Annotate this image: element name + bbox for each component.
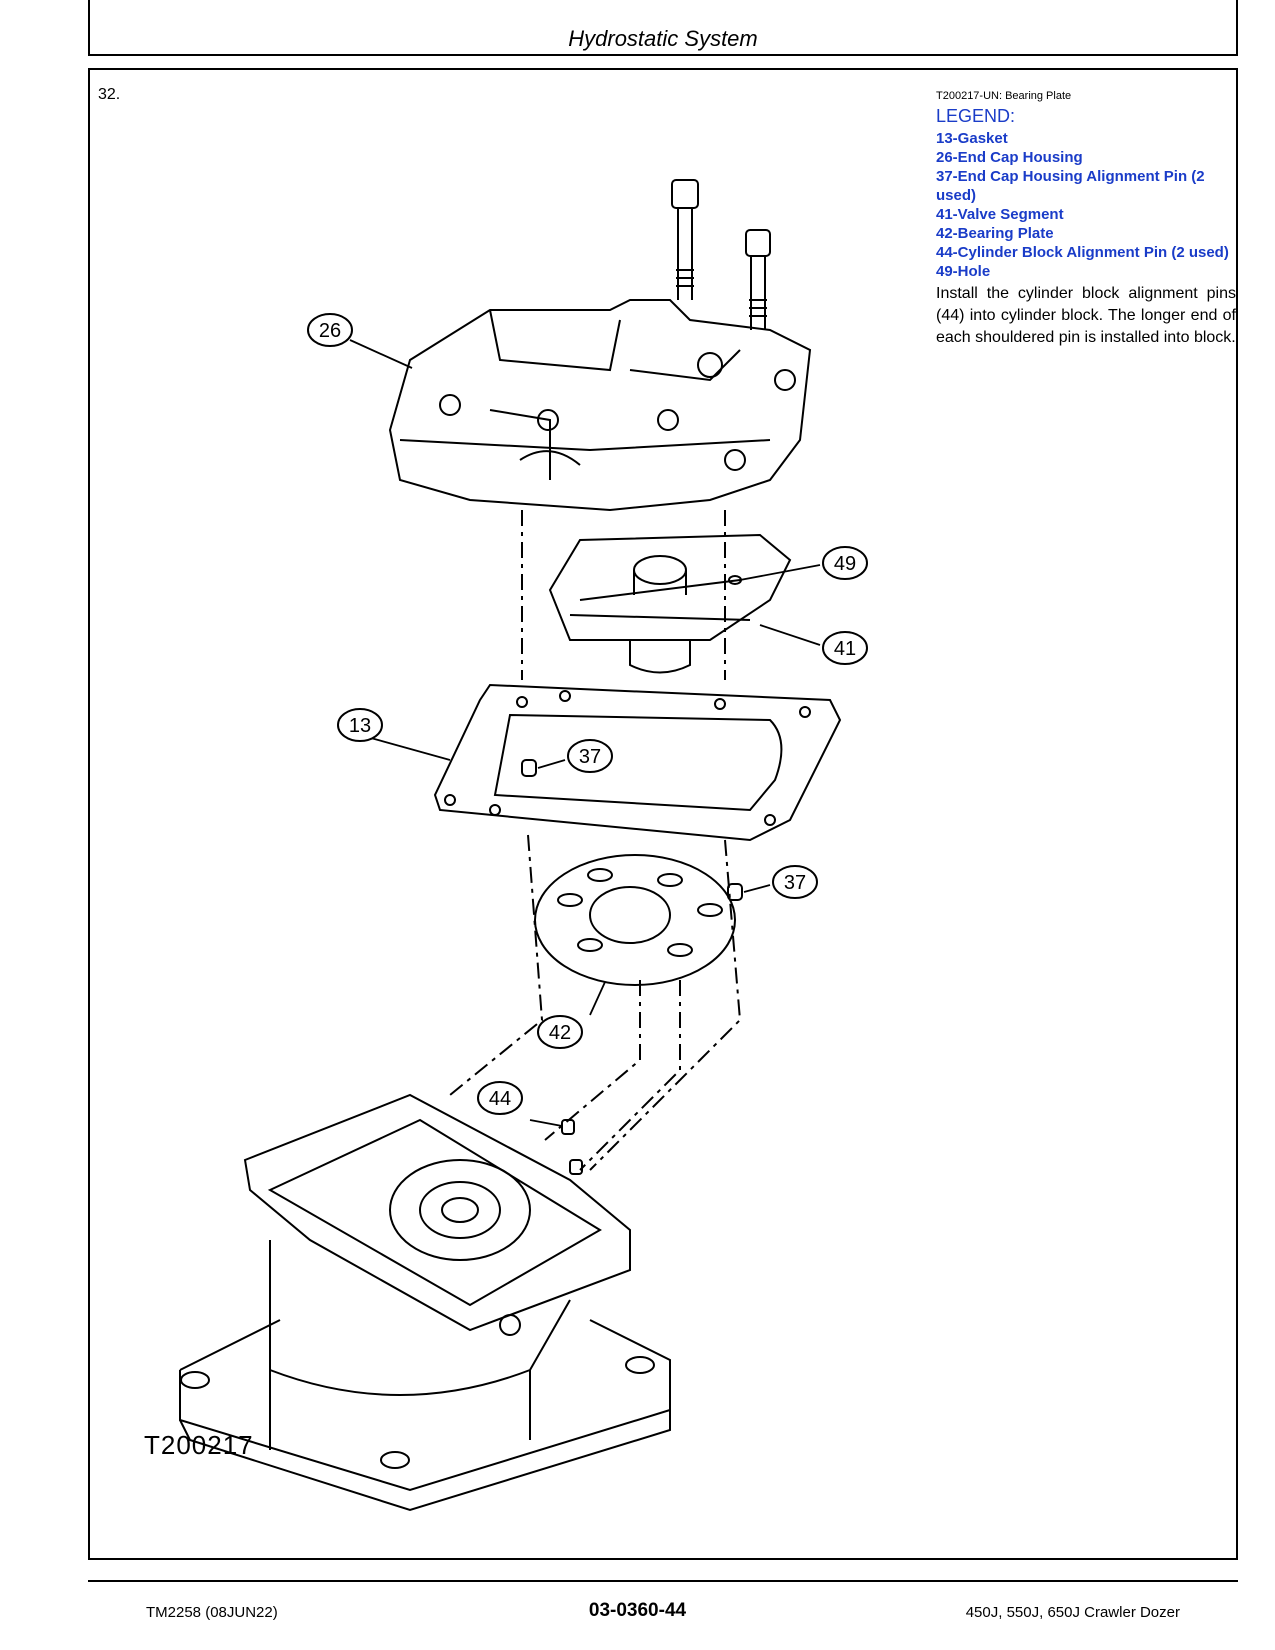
callout-label: 44 bbox=[489, 1088, 511, 1110]
callout-circles bbox=[307, 313, 868, 1115]
callout-label: 37 bbox=[579, 746, 601, 768]
callout-label: 37 bbox=[784, 872, 806, 894]
page-header: Hydrostatic System bbox=[88, 0, 1238, 56]
figure-id: T200217 bbox=[144, 1430, 254, 1460]
alignment-pin-37 bbox=[727, 883, 743, 901]
alignment-guides bbox=[449, 510, 742, 1171]
callout-label: 13 bbox=[349, 715, 371, 737]
valve-segment bbox=[548, 533, 792, 674]
bearing-plate bbox=[534, 854, 736, 986]
footer-divider bbox=[88, 1580, 1238, 1582]
exploded-view-illustration: 26 49 41 13 37 37 42 44 T200217 bbox=[144, 120, 990, 1550]
end-cap-housing bbox=[388, 299, 812, 512]
legend-item: 44-Cylinder Block Alignment Pin (2 used) bbox=[936, 244, 1229, 261]
step-panel: 32. bbox=[88, 68, 1238, 1560]
footer-page-number: 03-0360-44 bbox=[588, 1600, 687, 1621]
alignment-pin-44 bbox=[561, 1119, 575, 1135]
legend-item: 26-End Cap Housing bbox=[936, 149, 1083, 166]
instruction-text: Install the cylinder block alignment pin… bbox=[936, 285, 1236, 346]
legend-item: 49-Hole bbox=[936, 263, 991, 280]
legend-heading: LEGEND: bbox=[936, 106, 1016, 126]
alignment-pin-44 bbox=[569, 1159, 583, 1175]
footer-manual-id: TM2258 (08JUN22) bbox=[146, 1604, 278, 1621]
callout-label: 26 bbox=[319, 320, 341, 342]
legend-item: 42-Bearing Plate bbox=[936, 225, 1054, 242]
section-title: Hydrostatic System bbox=[568, 26, 758, 51]
bolt-left bbox=[671, 179, 699, 300]
callout-label: 49 bbox=[834, 553, 856, 575]
legend-panel: T200217-UN: Bearing Plate LEGEND: 13-Gas… bbox=[936, 90, 1236, 349]
callout-label: 41 bbox=[834, 638, 856, 660]
step-number: 32. bbox=[98, 86, 121, 103]
legend-item: 13-Gasket bbox=[936, 130, 1008, 147]
gasket bbox=[433, 683, 842, 842]
legend-item: 41-Valve Segment bbox=[936, 206, 1064, 223]
callout-label: 42 bbox=[549, 1022, 571, 1044]
footer-machine-models: 450J, 550J, 650J Crawler Dozer bbox=[965, 1604, 1180, 1621]
bolt-right bbox=[745, 229, 771, 330]
callout-leaders bbox=[349, 339, 821, 1127]
figure-caption: T200217-UN: Bearing Plate bbox=[936, 90, 1072, 102]
legend-item: 37-End Cap Housing Alignment Pin (2 used… bbox=[936, 168, 1205, 204]
pump-housing bbox=[179, 1093, 671, 1512]
callout-labels: 26 49 41 13 37 37 42 44 bbox=[319, 320, 856, 1110]
illustration-drawing: 26 49 41 13 37 37 42 44 bbox=[179, 179, 868, 1512]
